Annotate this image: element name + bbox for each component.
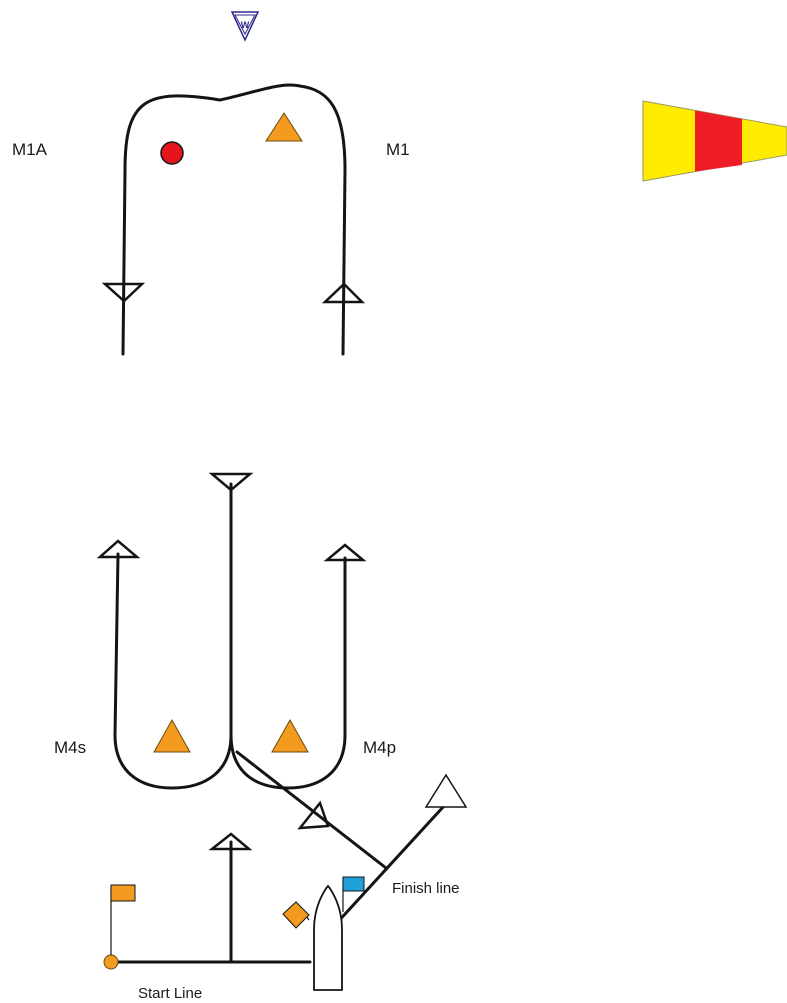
orange-flag-icon [110, 884, 136, 902]
downwind-arrow-icon [208, 472, 254, 492]
finish-area: Finish line [333, 773, 468, 927]
upwind-arrow-icon [321, 282, 366, 304]
lower-course: M4s M4p [54, 472, 396, 870]
upwind-arrow-icon [96, 539, 141, 559]
blue-flag-icon [342, 876, 365, 892]
course-pennant [642, 100, 787, 182]
label-m1: M1 [386, 140, 410, 159]
course-line-m4s [113, 552, 233, 790]
wind-arrow-icon [230, 11, 260, 42]
upper-course: M1A M1 [12, 83, 410, 356]
orange-flag-icon [282, 901, 310, 929]
upwind-arrow-icon [323, 543, 367, 562]
downwind-arrow-icon [101, 282, 146, 303]
red-mark-icon [160, 141, 184, 165]
course-line-m1 [121, 83, 347, 356]
finish-line [333, 804, 446, 927]
pin-end-mark-icon [103, 954, 119, 970]
label-start-line: Start Line [138, 985, 202, 1002]
label-m4s: M4s [54, 738, 86, 757]
committee-boat-icon [313, 884, 343, 991]
wind-indicator: W [230, 11, 260, 42]
label-finish-line: Finish line [392, 880, 460, 897]
label-m4p: M4p [363, 738, 396, 757]
course-line-to-finish [235, 750, 388, 870]
wind-letter: W [241, 20, 250, 30]
orange-mark-icon [271, 718, 309, 753]
orange-mark-icon [265, 112, 303, 142]
label-m1a: M1A [12, 140, 48, 159]
start-area: Start Line [103, 832, 343, 1002]
upwind-arrow-icon [208, 832, 253, 851]
course-line-m4p [229, 556, 347, 790]
orange-mark-icon [153, 718, 191, 753]
finish-mark-icon [424, 773, 468, 808]
downwind-arrow-icon [297, 800, 330, 830]
